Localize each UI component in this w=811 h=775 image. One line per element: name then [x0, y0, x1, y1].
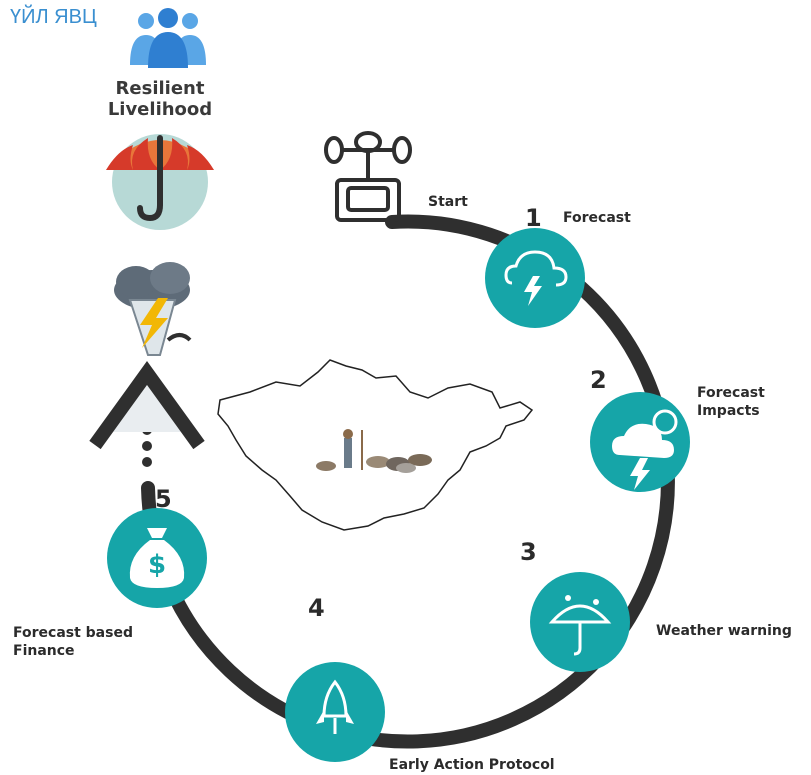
people-icon [130, 8, 206, 68]
step5-label: Forecast based Finance [13, 624, 133, 660]
arrowhead-icon [89, 361, 205, 450]
umbrella-icon [106, 134, 214, 230]
step1-number: 1 [525, 204, 542, 232]
step2-impacts-circle [590, 392, 690, 492]
anemometer-icon [324, 131, 412, 222]
step2-label-line1: Forecast [697, 385, 765, 401]
step3-number: 3 [520, 538, 537, 566]
step2-label-line2: Impacts [697, 403, 760, 419]
step3-warning-circle [530, 572, 630, 672]
step5-fbf-circle [107, 508, 207, 608]
resilient-line1: Resilient [115, 78, 205, 99]
resilient-livelihood-title: Resilient Livelihood [90, 78, 230, 120]
herder-illustration [316, 429, 432, 473]
start-label: Start [428, 194, 468, 210]
step5-number: 5 [155, 485, 172, 513]
step5-label-line1: Forecast based [13, 625, 133, 641]
step1-forecast-circle [485, 228, 585, 328]
step1-label: Forecast [563, 210, 631, 226]
dollar-icon: $ [148, 550, 166, 580]
step2-number: 2 [590, 366, 607, 394]
step2-label: Forecast Impacts [697, 384, 765, 420]
step4-label: Early Action Protocol [389, 757, 555, 773]
step4-eap-circle [285, 662, 385, 762]
mongolia-map [217, 359, 534, 531]
step3-label: Weather warning [656, 623, 792, 639]
step4-number: 4 [308, 594, 325, 622]
header-title: ҮЙЛ ЯВЦ [10, 6, 97, 28]
step5-label-line2: Finance [13, 643, 75, 659]
resilient-line2: Livelihood [107, 99, 213, 120]
storm-icon [114, 262, 192, 356]
